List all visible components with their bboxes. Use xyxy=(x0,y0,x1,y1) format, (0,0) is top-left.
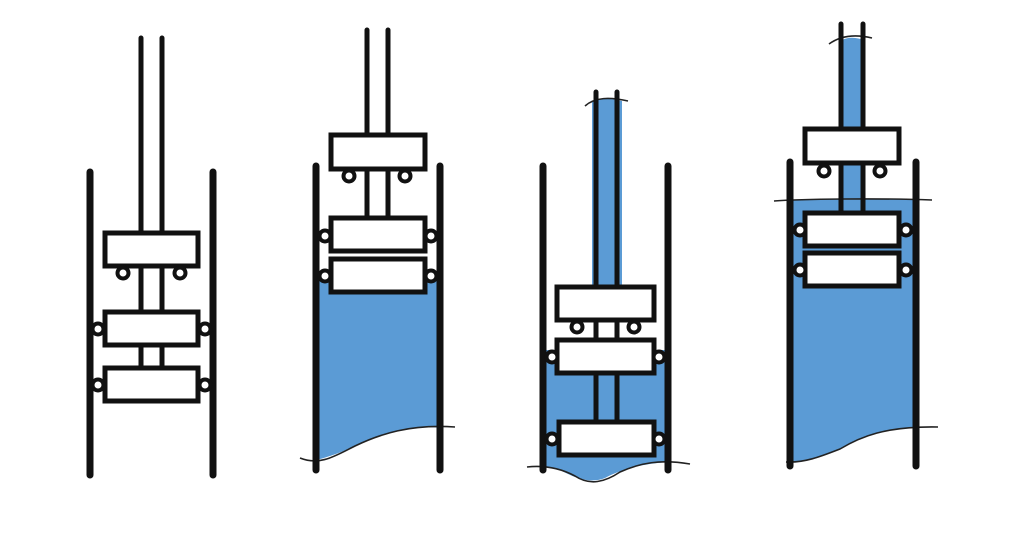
fluid-surface-line xyxy=(526,461,691,483)
wheel xyxy=(172,265,188,281)
lower-block xyxy=(802,250,902,289)
lower-block xyxy=(556,419,657,458)
wheel xyxy=(816,163,832,179)
panel-2 xyxy=(299,27,456,474)
wheel xyxy=(317,228,333,244)
wheel xyxy=(898,222,914,238)
upper-block xyxy=(554,284,657,323)
wheel xyxy=(341,168,357,184)
middle-block xyxy=(802,210,902,249)
fluid-surface-line xyxy=(828,35,873,45)
wheel xyxy=(423,228,439,244)
upper-block xyxy=(328,132,428,172)
wheel xyxy=(544,349,560,365)
fluid-in-tube xyxy=(842,37,864,210)
fluid-surface-line xyxy=(299,425,456,462)
wheel xyxy=(90,321,106,337)
wheel xyxy=(423,268,439,284)
wheel xyxy=(651,431,667,447)
wheel xyxy=(317,268,333,284)
panel-1 xyxy=(86,35,217,479)
fluid-region xyxy=(316,275,440,460)
lower-block xyxy=(328,256,428,295)
panel-4 xyxy=(773,21,939,470)
wheel xyxy=(792,262,808,278)
wheel xyxy=(898,262,914,278)
wheel xyxy=(872,163,888,179)
wheel xyxy=(197,321,213,337)
wheel xyxy=(115,265,131,281)
wheel xyxy=(197,377,213,393)
middle-block xyxy=(554,337,657,376)
fluid-surface-line xyxy=(785,426,939,463)
wheel xyxy=(651,349,667,365)
fluid-surface-line xyxy=(584,97,629,107)
middle-block xyxy=(328,215,428,254)
upper-block xyxy=(802,126,902,166)
wheel xyxy=(569,319,585,335)
wheel xyxy=(90,377,106,393)
lower-block xyxy=(102,365,201,404)
wheel xyxy=(544,431,560,447)
wheel xyxy=(397,168,413,184)
middle-block xyxy=(102,309,201,348)
wheel xyxy=(626,319,642,335)
upper-block xyxy=(102,230,201,269)
wheel xyxy=(792,222,808,238)
panel-3 xyxy=(526,89,691,483)
